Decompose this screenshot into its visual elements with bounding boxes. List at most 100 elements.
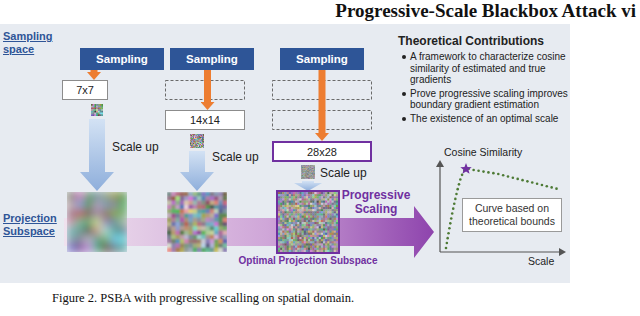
pixel bbox=[302, 228, 304, 230]
pixel bbox=[291, 216, 293, 218]
pixel bbox=[321, 192, 323, 194]
pixel bbox=[94, 114, 96, 116]
pixel bbox=[329, 216, 331, 218]
pixel bbox=[307, 175, 309, 177]
pixel bbox=[311, 174, 313, 176]
pixel bbox=[319, 205, 321, 207]
pixel bbox=[310, 213, 312, 215]
pixel bbox=[308, 175, 310, 177]
pixel bbox=[280, 201, 282, 203]
pixel bbox=[301, 165, 303, 167]
pixel bbox=[302, 246, 304, 248]
pixel bbox=[192, 144, 193, 145]
pixel bbox=[306, 203, 308, 205]
pixel bbox=[329, 246, 331, 248]
pixel bbox=[311, 171, 313, 173]
pixel bbox=[307, 173, 309, 175]
pixel bbox=[201, 248, 206, 252]
pixel bbox=[280, 216, 282, 218]
pixel bbox=[312, 167, 314, 169]
pixel bbox=[309, 168, 311, 170]
pixel bbox=[84, 218, 93, 227]
pixel bbox=[309, 176, 311, 178]
pixel bbox=[289, 194, 291, 196]
pixel bbox=[289, 241, 291, 243]
pixel bbox=[301, 170, 303, 172]
pixel bbox=[293, 248, 295, 250]
pixel bbox=[314, 194, 316, 196]
pixel bbox=[309, 166, 311, 168]
pixel bbox=[321, 194, 323, 196]
pixel bbox=[301, 167, 303, 169]
pixel bbox=[308, 207, 310, 209]
pixel bbox=[93, 209, 102, 218]
pixel bbox=[297, 237, 299, 239]
pixel bbox=[282, 207, 284, 209]
pixel bbox=[299, 239, 301, 241]
pixel bbox=[310, 171, 312, 173]
pixel bbox=[304, 237, 306, 239]
pixel bbox=[306, 169, 308, 171]
pixel bbox=[312, 169, 314, 171]
pixel bbox=[198, 146, 199, 147]
pixel bbox=[201, 209, 206, 214]
pixel bbox=[76, 209, 85, 218]
pixel bbox=[200, 137, 201, 138]
pixel bbox=[199, 135, 200, 136]
pixel bbox=[93, 111, 95, 113]
pixel bbox=[327, 194, 329, 196]
pixel bbox=[308, 169, 310, 171]
pixel bbox=[192, 142, 193, 143]
pixel bbox=[310, 176, 312, 178]
pixel bbox=[196, 135, 197, 136]
pixel bbox=[312, 194, 314, 196]
pixel bbox=[278, 213, 280, 215]
pixel bbox=[314, 172, 316, 174]
pixel bbox=[309, 172, 311, 174]
pixel bbox=[307, 172, 309, 174]
pixel bbox=[323, 250, 325, 252]
pixel bbox=[336, 248, 338, 250]
pixel bbox=[304, 166, 306, 168]
pixel bbox=[197, 137, 198, 138]
pixel bbox=[303, 174, 305, 176]
pixel bbox=[202, 140, 203, 141]
pixel bbox=[310, 177, 312, 179]
pixel bbox=[308, 213, 310, 215]
pixel bbox=[100, 114, 102, 116]
pixel bbox=[336, 220, 338, 222]
pixel bbox=[314, 196, 316, 198]
pixel bbox=[314, 168, 315, 170]
pixel bbox=[317, 216, 319, 218]
pixel bbox=[193, 222, 198, 227]
pixel bbox=[299, 196, 301, 198]
pixel bbox=[223, 205, 227, 210]
pixel bbox=[282, 237, 284, 239]
pixel bbox=[310, 175, 312, 177]
pixel bbox=[308, 167, 310, 169]
pixel bbox=[317, 235, 319, 237]
pixel bbox=[327, 213, 329, 215]
pixel bbox=[306, 172, 308, 174]
pixel bbox=[305, 176, 307, 178]
pixel bbox=[193, 134, 194, 135]
pixel bbox=[302, 172, 304, 174]
pixel bbox=[312, 203, 314, 205]
pixel bbox=[302, 239, 304, 241]
pixel bbox=[197, 248, 202, 252]
pixel bbox=[306, 172, 308, 174]
pixel bbox=[321, 250, 323, 252]
pixel bbox=[184, 209, 189, 214]
pixel bbox=[301, 165, 303, 166]
pixel bbox=[180, 209, 185, 214]
pixel bbox=[329, 241, 331, 243]
pixel bbox=[306, 165, 308, 167]
pixel bbox=[306, 172, 308, 174]
pixel bbox=[301, 174, 302, 176]
pixel bbox=[223, 248, 227, 252]
pixel bbox=[302, 177, 304, 179]
pixel bbox=[308, 165, 310, 166]
pixel bbox=[293, 231, 295, 233]
pixel bbox=[308, 224, 310, 226]
pixel bbox=[200, 143, 201, 144]
